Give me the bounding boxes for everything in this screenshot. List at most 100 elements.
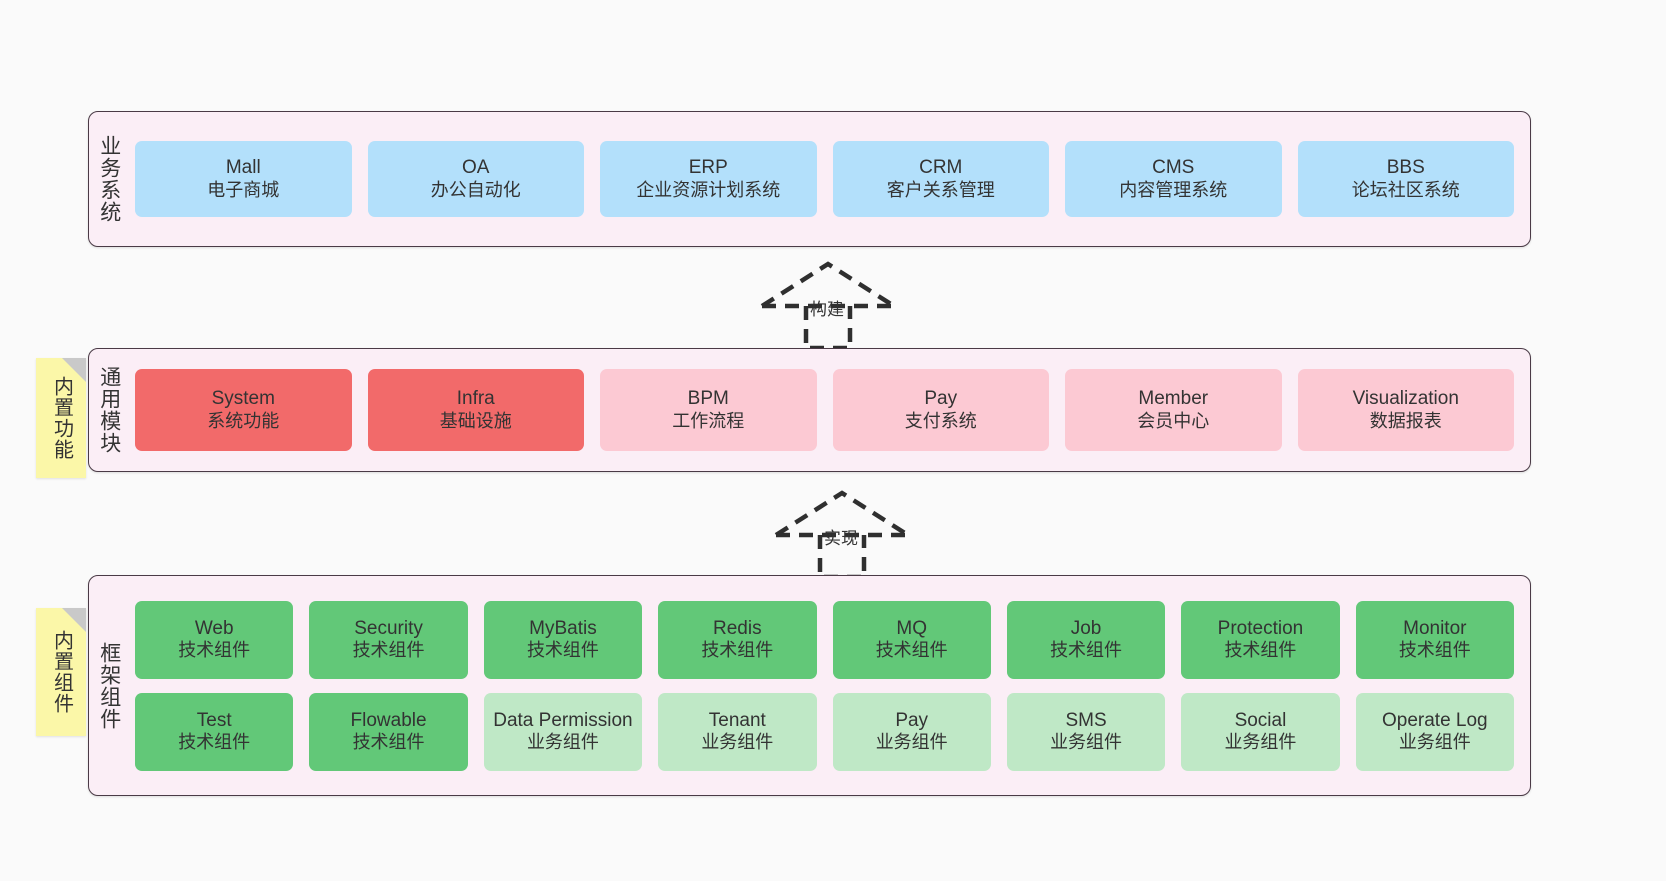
- sticky-note-label: 内置组件: [50, 630, 73, 714]
- node-title: MyBatis: [529, 617, 597, 639]
- sticky-note-builtin-function: 内置功能: [36, 358, 86, 478]
- node-subtitle: 业务组件: [701, 732, 774, 753]
- connector-implement-label: 实现: [824, 529, 858, 548]
- node-title: Redis: [713, 617, 762, 639]
- module-node-row: System 系统功能 Infra 基础设施 BPM 工作流程 Pay 支付系统…: [135, 369, 1514, 451]
- node-flowable[interactable]: Flowable 技术组件: [309, 692, 468, 771]
- node-title: BPM: [687, 388, 729, 410]
- node-oa[interactable]: OA 办公自动化: [367, 141, 584, 217]
- node-system[interactable]: System 系统功能: [135, 369, 352, 451]
- node-social[interactable]: Social 业务组件: [1181, 692, 1340, 771]
- node-title: Infra: [456, 388, 495, 410]
- node-infra[interactable]: Infra 基础设施: [367, 369, 584, 451]
- node-title: Test: [196, 709, 232, 731]
- node-title: Job: [1070, 617, 1102, 639]
- node-title: Security: [354, 617, 423, 639]
- node-subtitle: 工作流程: [672, 410, 745, 431]
- node-pay-module[interactable]: Pay 支付系统: [832, 369, 1049, 451]
- layer-title-framework-component: 框架组件: [97, 641, 121, 730]
- node-title: Flowable: [350, 709, 427, 731]
- node-mall[interactable]: Mall 电子商城: [135, 141, 352, 217]
- node-erp[interactable]: ERP 企业资源计划系统: [600, 141, 817, 217]
- node-test[interactable]: Test 技术组件: [135, 692, 294, 771]
- implement-arrow-icon: [774, 490, 910, 580]
- node-subtitle: 客户关系管理: [886, 179, 995, 200]
- node-subtitle: 技术组件: [1050, 640, 1123, 661]
- node-web[interactable]: Web 技术组件: [135, 600, 294, 679]
- node-bbs[interactable]: BBS 论坛社区系统: [1297, 141, 1514, 217]
- node-subtitle: 论坛社区系统: [1351, 179, 1460, 200]
- node-subtitle: 内容管理系统: [1119, 179, 1228, 200]
- business-node-row: Mall 电子商城 OA 办公自动化 ERP 企业资源计划系统 CRM 客户关系…: [135, 141, 1514, 217]
- node-title: CMS: [1152, 157, 1195, 179]
- node-subtitle: 技术组件: [178, 640, 251, 661]
- node-subtitle: 数据报表: [1369, 410, 1442, 431]
- node-job[interactable]: Job 技术组件: [1006, 600, 1166, 679]
- connector-build-label: 构建: [810, 300, 844, 319]
- layer-body-business-system: Mall 电子商城 OA 办公自动化 ERP 企业资源计划系统 CRM 客户关系…: [129, 112, 1530, 246]
- node-subtitle: 技术组件: [178, 732, 251, 753]
- node-monitor[interactable]: Monitor 技术组件: [1355, 600, 1514, 679]
- node-subtitle: 业务组件: [1050, 732, 1123, 753]
- node-subtitle: 技术组件: [875, 640, 948, 661]
- node-title: BBS: [1386, 157, 1425, 179]
- build-arrow-icon: [760, 261, 896, 351]
- framework-component-row-2: Test 技术组件 Flowable 技术组件 Data Permission …: [135, 692, 1514, 771]
- node-visualization[interactable]: Visualization 数据报表: [1297, 369, 1514, 451]
- node-subtitle: 技术组件: [352, 640, 425, 661]
- node-title: OA: [462, 157, 490, 179]
- node-subtitle: 业务组件: [875, 732, 948, 753]
- node-title: Pay: [895, 709, 929, 731]
- node-security[interactable]: Security 技术组件: [309, 600, 468, 679]
- sticky-fold-icon: [62, 608, 86, 632]
- node-title: MQ: [896, 617, 927, 639]
- node-subtitle: 业务组件: [1398, 732, 1471, 753]
- layer-title-common-module: 通用模块: [97, 366, 121, 454]
- node-subtitle: 系统功能: [207, 410, 280, 431]
- node-sms[interactable]: SMS 业务组件: [1006, 692, 1166, 771]
- node-redis[interactable]: Redis 技术组件: [658, 600, 817, 679]
- node-title: System: [211, 388, 275, 410]
- node-title: Mall: [225, 157, 261, 179]
- node-subtitle: 业务组件: [526, 732, 599, 753]
- node-title: Member: [1138, 388, 1209, 410]
- node-title: ERP: [688, 157, 728, 179]
- layer-body-framework-component: Web 技术组件 Security 技术组件 MyBatis 技术组件 Redi…: [129, 576, 1530, 795]
- node-member[interactable]: Member 会员中心: [1065, 369, 1282, 451]
- layer-title-business-system: 业务系统: [97, 135, 121, 223]
- node-operate-log[interactable]: Operate Log 业务组件: [1355, 692, 1514, 771]
- node-title: Pay: [924, 388, 958, 410]
- node-title: Web: [194, 617, 234, 639]
- node-title: SMS: [1065, 709, 1107, 731]
- node-subtitle: 会员中心: [1137, 410, 1210, 431]
- connector-build: 构建: [752, 258, 912, 351]
- node-subtitle: 技术组件: [352, 732, 425, 753]
- node-cms[interactable]: CMS 内容管理系统: [1065, 141, 1282, 217]
- node-subtitle: 技术组件: [526, 640, 599, 661]
- node-tenant[interactable]: Tenant 业务组件: [658, 692, 817, 771]
- connector-implement: 实现: [766, 487, 926, 580]
- node-subtitle: 企业资源计划系统: [636, 179, 781, 200]
- node-bpm[interactable]: BPM 工作流程: [600, 369, 817, 451]
- node-title: Tenant: [708, 709, 766, 731]
- node-subtitle: 技术组件: [1398, 640, 1471, 661]
- node-title: CRM: [919, 157, 963, 179]
- node-data-permission[interactable]: Data Permission 业务组件: [483, 692, 643, 771]
- sticky-note-builtin-component: 内置组件: [36, 608, 86, 736]
- node-title: Monitor: [1403, 617, 1467, 639]
- layer-framework-component: 框架组件 Web 技术组件 Security 技术组件 MyBatis 技术组件…: [88, 575, 1531, 796]
- node-crm[interactable]: CRM 客户关系管理: [832, 141, 1049, 217]
- node-protection[interactable]: Protection 技术组件: [1181, 600, 1340, 679]
- node-subtitle: 业务组件: [1224, 732, 1297, 753]
- node-pay-component[interactable]: Pay 业务组件: [832, 692, 991, 771]
- node-mq[interactable]: MQ 技术组件: [832, 600, 991, 679]
- sticky-note-label: 内置功能: [50, 376, 73, 460]
- node-subtitle: 基础设施: [439, 410, 512, 431]
- node-mybatis[interactable]: MyBatis 技术组件: [483, 600, 643, 679]
- node-subtitle: 支付系统: [904, 410, 977, 431]
- node-title: Visualization: [1352, 388, 1459, 410]
- layer-common-module: 通用模块 System 系统功能 Infra 基础设施 BPM 工作流程 Pay…: [88, 348, 1531, 472]
- framework-component-row-1: Web 技术组件 Security 技术组件 MyBatis 技术组件 Redi…: [135, 600, 1514, 679]
- layer-business-system: 业务系统 Mall 电子商城 OA 办公自动化 ERP 企业资源计划系统 CRM…: [88, 111, 1531, 247]
